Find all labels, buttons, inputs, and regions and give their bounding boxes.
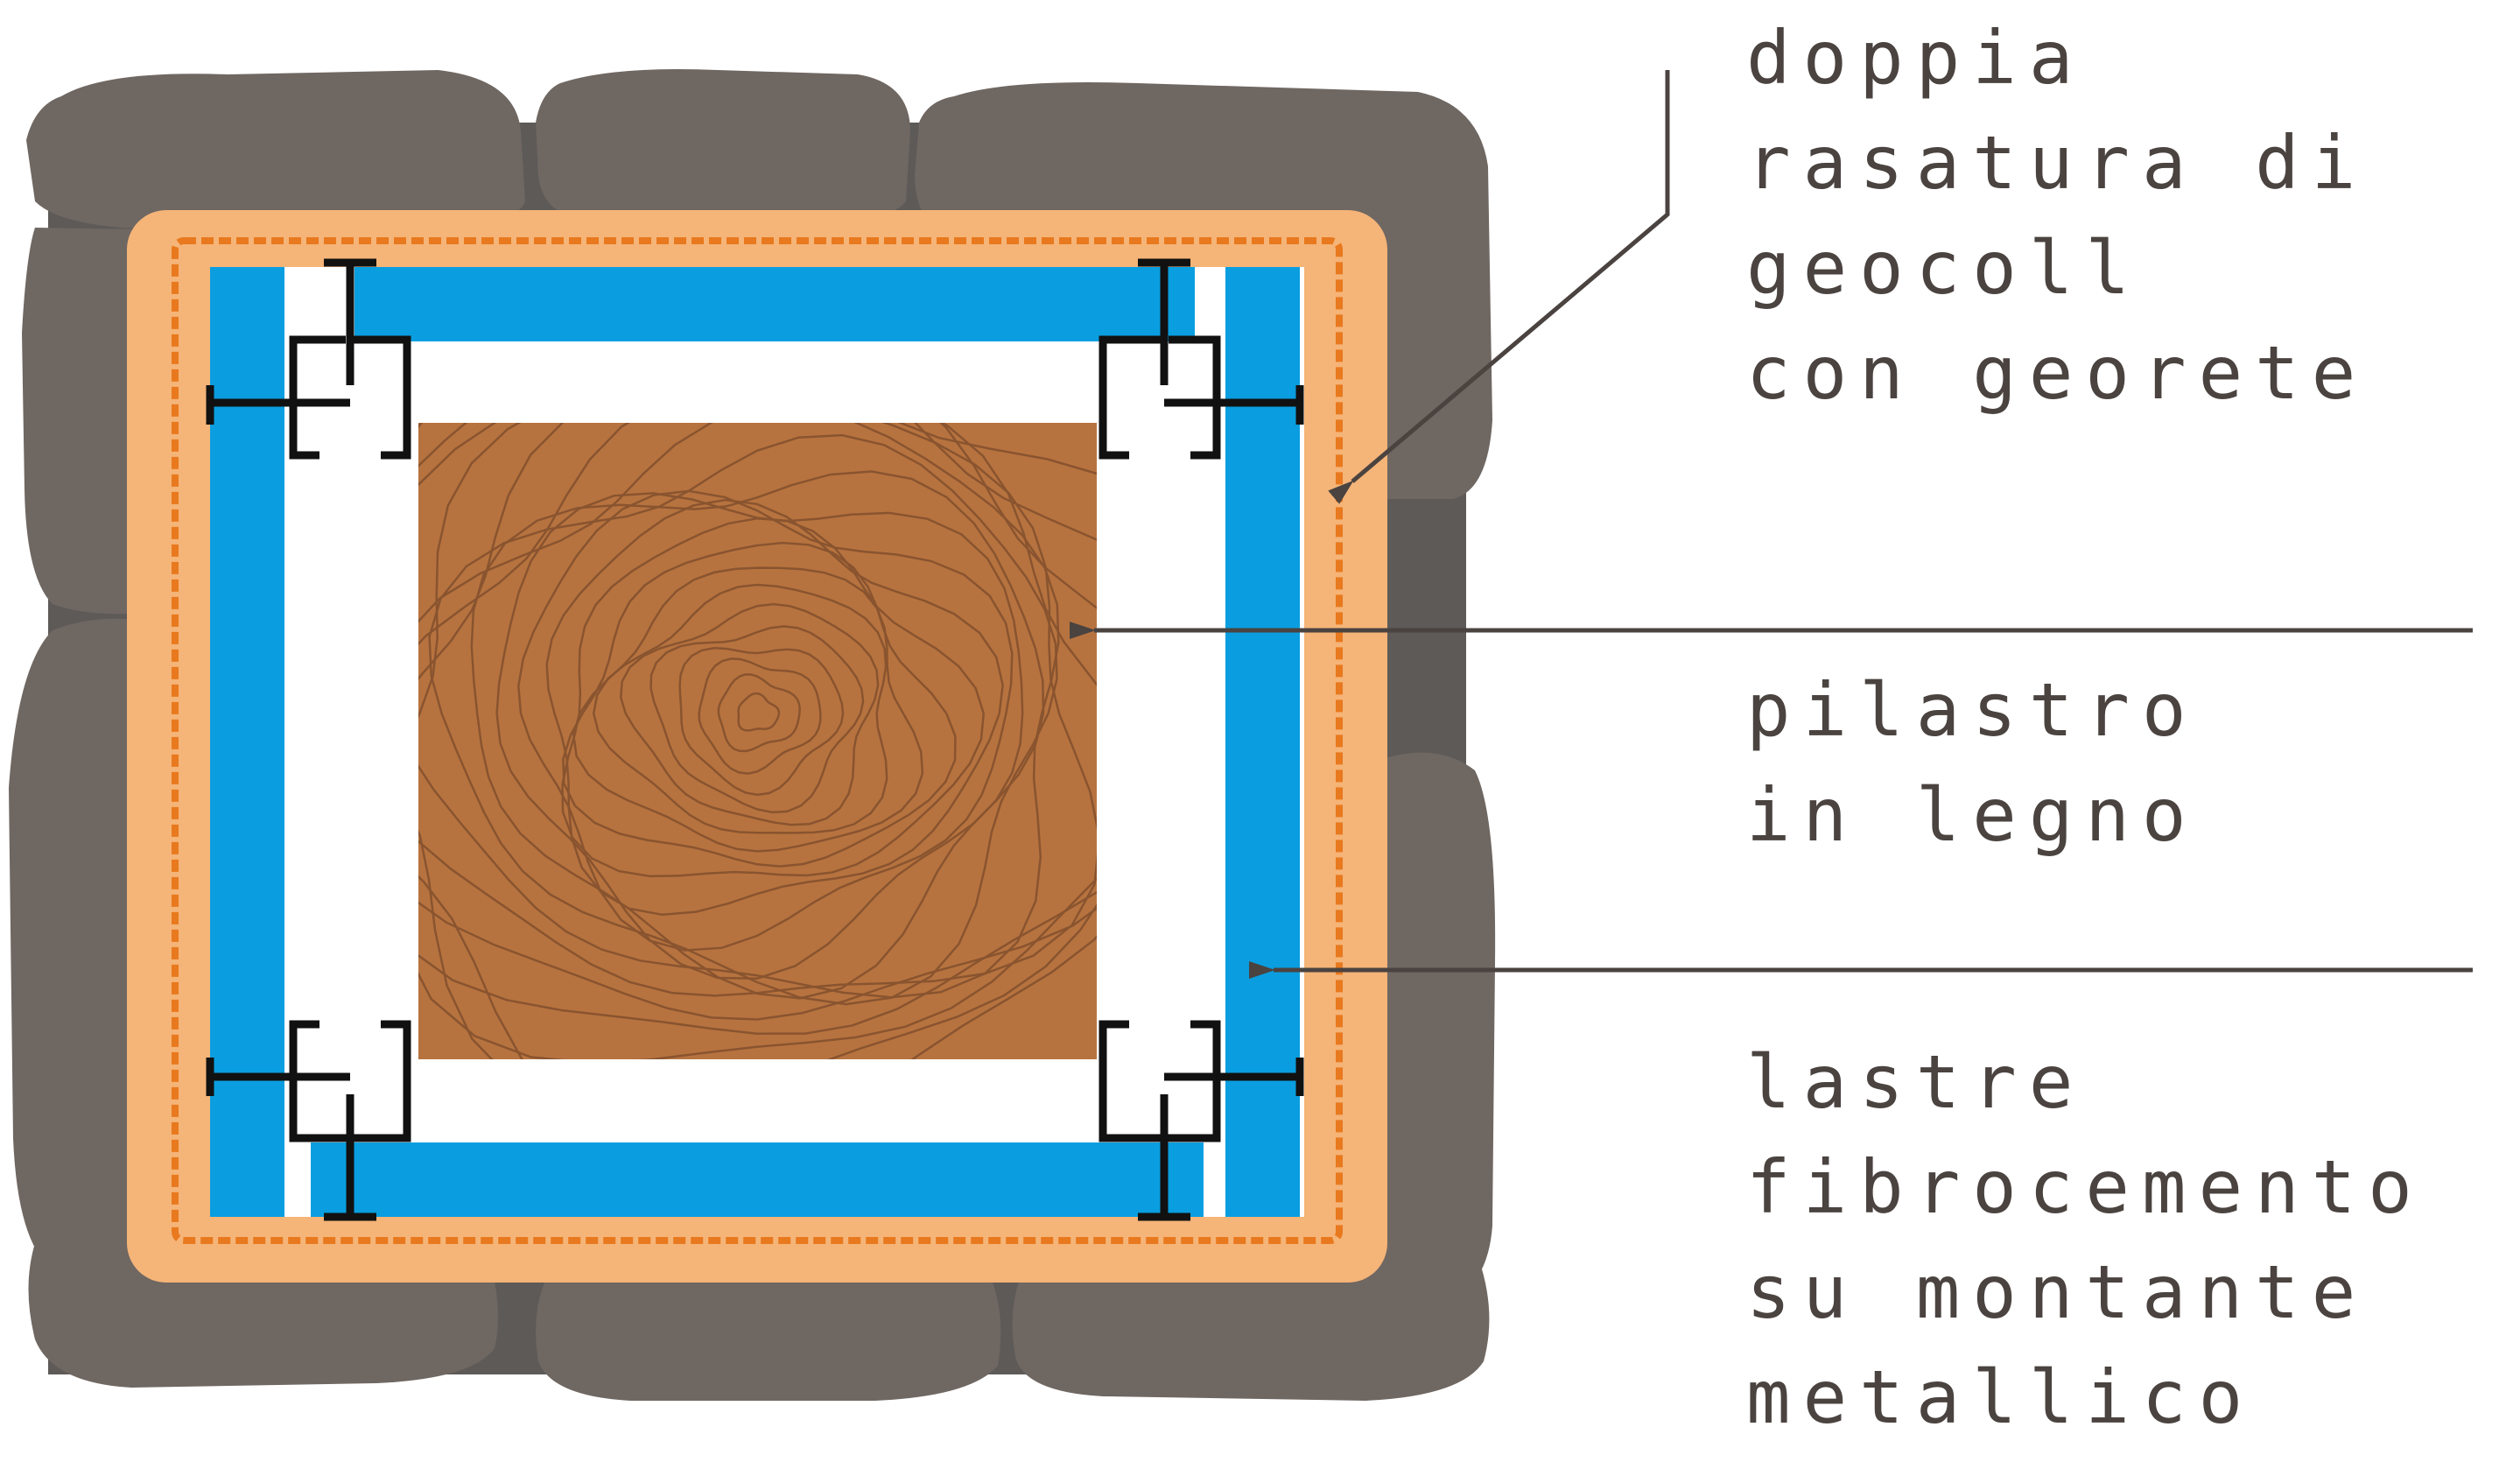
- profile-bottom-left: [206, 1020, 411, 1221]
- wood-ring: [561, 517, 986, 878]
- wood-ring: [418, 423, 1097, 1021]
- wood-ring: [562, 541, 957, 868]
- wood-ring: [717, 673, 801, 753]
- label-boards-line: su montante: [1746, 1249, 2368, 1335]
- stone-bottom-middle: [536, 1269, 1001, 1401]
- wood-pillar: [418, 423, 1097, 1059]
- wood-ring: [737, 692, 781, 732]
- wood-ring: [678, 647, 845, 797]
- profile-top-left: [206, 258, 411, 460]
- label-coating: doppia rasatura di geocoll con georete: [1746, 15, 2425, 416]
- label-coating-line: rasatura di: [1746, 120, 2368, 206]
- board-top: [354, 267, 1195, 341]
- wood-grain-rings: [418, 423, 1097, 1059]
- wood-ring: [470, 470, 1045, 1000]
- profile-top-right: [1099, 258, 1304, 460]
- stone-top-middle: [536, 69, 910, 221]
- georete-mesh: [172, 237, 1343, 1244]
- wood-ring: [495, 492, 1024, 980]
- wood-ring: [517, 489, 1014, 952]
- label-boards-line: metallico: [1746, 1354, 2255, 1440]
- leader-coating: [1328, 70, 1670, 504]
- label-pillar-line: in legno: [1746, 772, 2199, 858]
- wood-ring: [545, 498, 1004, 917]
- label-boards-line: fibrocemento: [1746, 1144, 2425, 1230]
- wood-ring: [418, 423, 1097, 1059]
- label-coating-line: con georete: [1746, 330, 2368, 416]
- wood-ring: [418, 423, 1060, 999]
- label-coating-line: geocoll: [1746, 225, 2142, 311]
- leader-lines: [1070, 70, 2473, 979]
- stone-top-left: [26, 70, 525, 229]
- wood-ring: [620, 602, 880, 826]
- stone-bottom-right: [1012, 1261, 1490, 1401]
- label-boards: lastre fibrocemento su montante metallic…: [1746, 1039, 2481, 1440]
- board-bottom: [311, 1142, 1204, 1217]
- label-boards-line: lastre: [1746, 1039, 2085, 1125]
- stone-left-bottom: [9, 618, 149, 1269]
- stone-top-right: [915, 82, 1492, 499]
- wood-ring: [592, 583, 888, 834]
- wood-ring: [418, 423, 1097, 1035]
- board-left: [210, 267, 284, 1217]
- metal-profiles: [206, 258, 1304, 1221]
- wood-ring: [418, 423, 1097, 1059]
- stone-left-top: [22, 228, 149, 615]
- wood-ring: [698, 657, 822, 775]
- board-right: [1225, 267, 1300, 1217]
- profile-bottom-right: [1099, 1020, 1304, 1221]
- fibrocement-boards: [210, 267, 1300, 1217]
- stone-right-bottom: [1365, 752, 1496, 1304]
- label-pillar-line: pilastro: [1746, 667, 2199, 753]
- wood-ring: [428, 433, 1058, 1006]
- label-coating-line: doppia: [1746, 15, 2085, 101]
- wood-ring: [649, 625, 865, 814]
- wood-ring: [418, 423, 1097, 1059]
- label-pillar: pilastro in legno: [1746, 667, 2255, 858]
